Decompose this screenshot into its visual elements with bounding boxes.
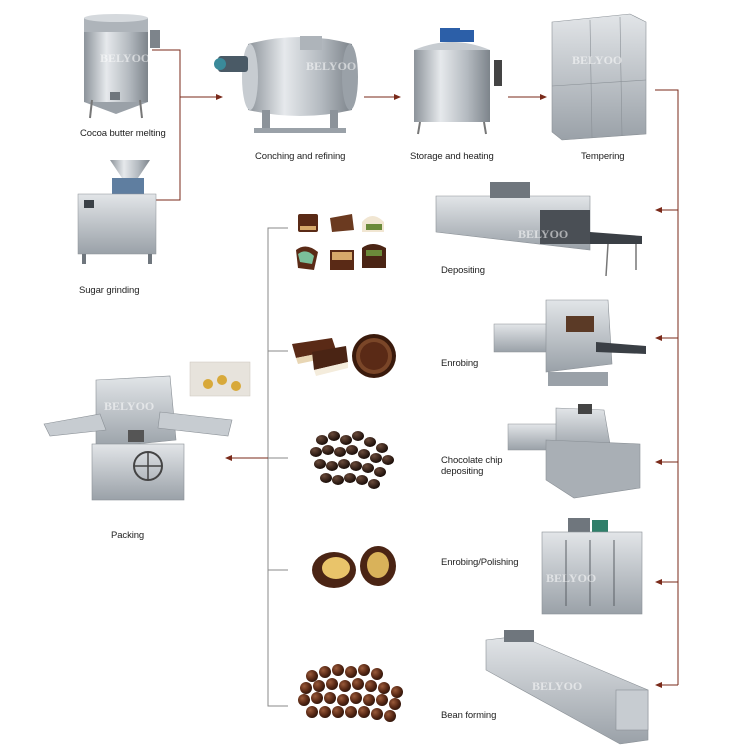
connector-tempering-trunk [655, 89, 679, 685]
chocolate-chips-image [310, 431, 394, 489]
label-enrobing-polishing: Enrobing/Polishing [441, 557, 519, 568]
enrobing-machine-image [493, 299, 646, 386]
tempering-machine-image: BELYOO [551, 13, 647, 141]
connector-products-trunk [267, 227, 288, 707]
flow-connectors [152, 49, 679, 688]
label-storage-heating: Storage and heating [410, 151, 494, 162]
polishing-machine-image: BELYOO [541, 518, 643, 615]
watermark: BELYOO [104, 399, 154, 413]
label-enrobing: Enrobing [441, 358, 479, 369]
watermark: BELYOO [546, 571, 596, 585]
sugar-grinder-image [77, 160, 157, 264]
melting-tank-image: BELYOO [84, 14, 160, 119]
label-conching-refining: Conching and refining [255, 151, 346, 162]
label-cocoa-butter-melting: Cocoa butter melting [80, 128, 166, 139]
depositing-machine-image: BELYOO [435, 182, 642, 277]
watermark: BELYOO [532, 679, 582, 693]
label-sugar-grinding: Sugar grinding [79, 285, 140, 296]
packing-machine-image: BELYOO [43, 361, 251, 501]
chocolate-beans-image [298, 664, 403, 722]
coated-nuts-image [312, 546, 396, 588]
bean-forming-machine-image: BELYOO [485, 630, 649, 745]
storage-tank-image [414, 28, 502, 135]
label-tempering: Tempering [581, 151, 625, 162]
label-depositing: Depositing [441, 265, 485, 276]
product-connectors [267, 227, 288, 707]
watermark: BELYOO [572, 53, 622, 67]
label-chip-depositing-line2: depositing [441, 466, 484, 477]
filled-chocolates-image [296, 214, 386, 270]
watermark: BELYOO [100, 51, 150, 65]
conching-machine-image: BELYOO [214, 36, 358, 133]
chip-depositor-image [507, 404, 641, 499]
watermark: BELYOO [518, 227, 568, 241]
label-packing: Packing [111, 530, 145, 541]
watermark: BELYOO [306, 59, 356, 73]
chocolate-bars-image [292, 334, 396, 378]
connector-melting-to-bracket [152, 49, 181, 201]
label-bean-forming: Bean forming [441, 710, 497, 721]
label-chip-depositing-line1: Chocolate chip [441, 455, 503, 466]
